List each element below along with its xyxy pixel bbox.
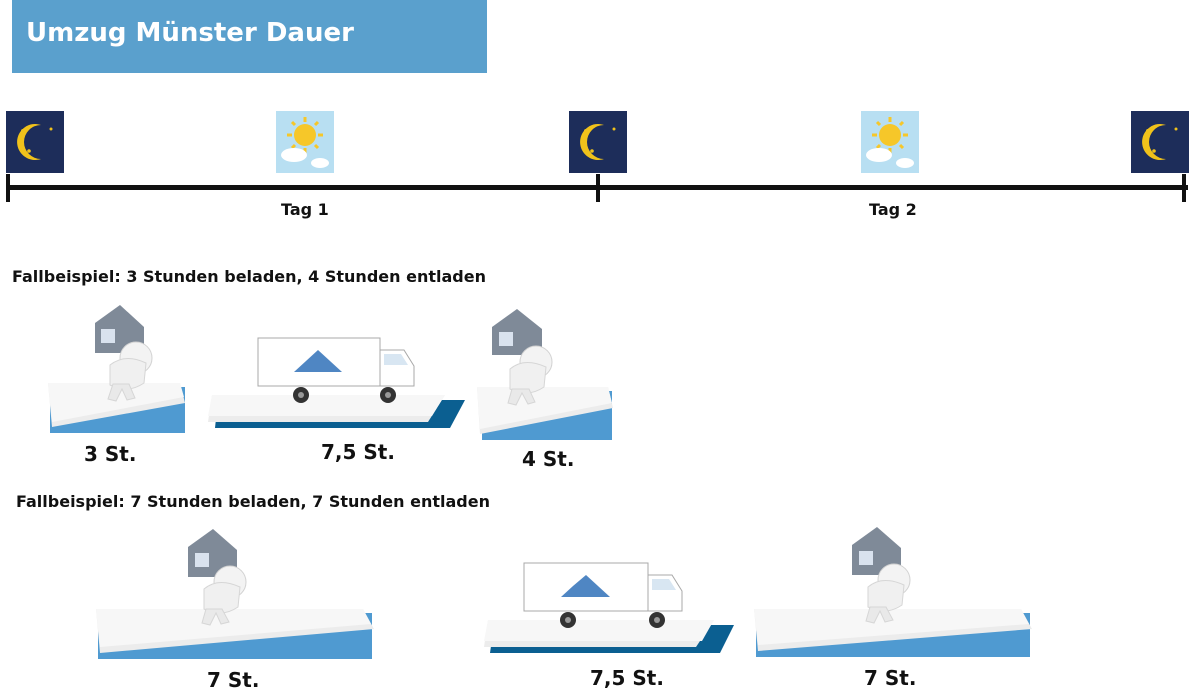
day-label-1: Tag 1 [281,200,329,219]
case-2-step-3-hours: 7 St. [864,666,916,690]
house-carrier-icon [40,305,190,440]
house-carrier-icon [472,305,617,447]
timeline-tick [6,174,10,202]
case-1-step-2-hours: 7,5 St. [321,440,395,464]
house-carrier-icon [746,523,1036,661]
moon-icon [569,111,627,173]
sun-icon [276,111,334,173]
page-title: Umzug Münster Dauer [26,18,354,48]
moon-icon [1131,111,1189,173]
sun-icon [861,111,919,173]
timeline-tick [596,174,600,202]
case-2-label: Fallbeispiel: 7 Stunden beladen, 7 Stund… [16,492,490,511]
house-carrier-icon [88,525,378,665]
case-2-step-2-hours: 7,5 St. [590,666,664,690]
day-label-2: Tag 2 [869,200,917,219]
truck-icon [476,555,736,660]
moon-icon [6,111,64,173]
timeline-tick [1182,174,1186,202]
case-1-label: Fallbeispiel: 3 Stunden beladen, 4 Stund… [12,267,486,286]
case-2-step-1-hours: 7 St. [207,668,259,692]
truck-icon [200,330,468,435]
case-1-step-3-hours: 4 St. [522,447,574,471]
case-1-step-1-hours: 3 St. [84,442,136,466]
